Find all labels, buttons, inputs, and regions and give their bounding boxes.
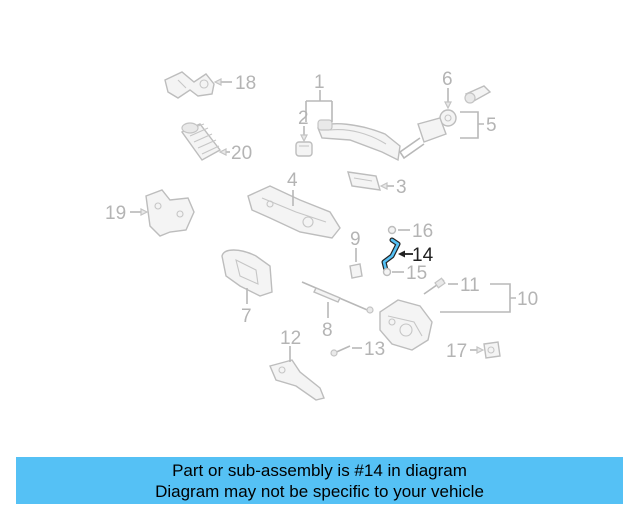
banner-line-2: Diagram may not be specific to your vehi…	[155, 482, 484, 501]
callout-12: 12	[280, 328, 301, 349]
leader-1	[305, 100, 333, 122]
callout-11: 11	[460, 275, 480, 296]
callout-8: 8	[322, 320, 333, 341]
part-11-rod	[423, 277, 446, 295]
arrow-2	[300, 134, 308, 143]
info-banner: Part or sub-assembly is #14 in diagram D…	[16, 457, 623, 504]
part-9-clip	[349, 263, 363, 279]
arrow-6	[444, 101, 452, 110]
part-18-hinge-bracket	[164, 71, 215, 99]
leader-10	[440, 283, 516, 313]
callout-14: 14	[412, 245, 434, 266]
callout-19: 19	[105, 203, 126, 224]
callout-4: 4	[287, 170, 298, 191]
part-15-washer	[382, 267, 392, 277]
callout-5: 5	[486, 115, 497, 136]
part-4-handle-frame	[247, 185, 341, 239]
callout-15: 15	[406, 263, 427, 284]
callout-1: 1	[314, 72, 325, 93]
callout-2: 2	[298, 108, 309, 129]
banner-line-1: Part or sub-assembly is #14 in diagram	[172, 461, 467, 480]
callout-6: 6	[442, 69, 453, 90]
part-3-escutcheon	[347, 171, 381, 191]
part-1-outside-handle	[317, 119, 401, 162]
leader-5	[460, 111, 484, 139]
callout-13: 13	[364, 339, 385, 360]
arrow-19	[140, 208, 149, 216]
part-20-bellows	[180, 122, 222, 161]
arrow-3	[379, 182, 388, 190]
callout-10: 10	[517, 289, 538, 310]
part-14-rod-highlighted	[381, 237, 401, 273]
callout-16: 16	[412, 221, 433, 242]
callout-18: 18	[235, 73, 256, 94]
part-6-lock-cylinder	[439, 109, 457, 127]
part-5-key-and-rod	[398, 85, 492, 160]
part-19-hinge	[145, 189, 195, 237]
part-7-inside-handle	[221, 249, 273, 297]
part-12-door-check	[269, 359, 325, 401]
parts-diagram: 18 20 1 2 6 5 3	[105, 69, 538, 401]
callout-7: 7	[241, 306, 252, 327]
arrow-17	[476, 346, 485, 354]
part-10-door-lock-actuator	[379, 299, 433, 351]
part-8-lock-rod	[301, 281, 374, 314]
callout-9: 9	[350, 229, 361, 250]
arrow-20	[218, 148, 227, 156]
part-17-striker	[483, 341, 501, 359]
part-13-clip	[330, 345, 351, 357]
arrow-14	[398, 250, 405, 258]
callout-17: 17	[446, 341, 467, 362]
arrow-18	[213, 78, 222, 86]
callout-3: 3	[396, 177, 407, 198]
callout-20: 20	[231, 143, 252, 164]
part-16-bolt	[387, 225, 397, 235]
part-2-handle-cap	[295, 141, 313, 157]
